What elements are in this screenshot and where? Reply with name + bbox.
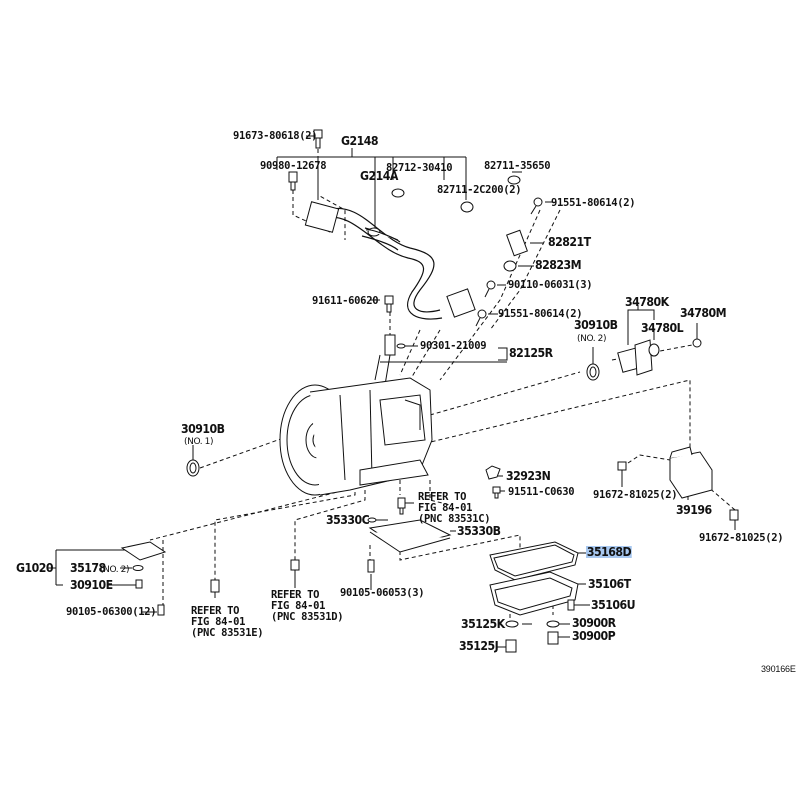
label-30910e[interactable]: 30910E xyxy=(70,577,113,592)
clip-82712 xyxy=(392,189,404,197)
seal-34780l xyxy=(649,344,659,356)
label-35125k[interactable]: 35125K xyxy=(461,616,505,631)
strainer-g1020 xyxy=(122,542,165,560)
label-91551-80614-mid[interactable]: 91551-80614(2) xyxy=(498,308,583,320)
label-34780m[interactable]: 34780M xyxy=(680,305,727,320)
label-91511-c0630[interactable]: 91511-C0630 xyxy=(508,486,575,498)
label-34780k[interactable]: 34780K xyxy=(625,294,669,309)
label-35330c[interactable]: 35330C xyxy=(326,512,370,527)
label-82821t[interactable]: 82821T xyxy=(548,234,591,249)
label-35178[interactable]: 35178 xyxy=(70,560,106,575)
label-refer-83531c-line1[interactable]: REFER TO xyxy=(418,491,467,503)
bolt-91673 xyxy=(314,130,322,148)
label-g2148[interactable]: G2148 xyxy=(341,133,379,148)
label-30910b-no2[interactable]: 30910B xyxy=(574,317,618,332)
label-refer-83531c-line3[interactable]: (PNC 83531C) xyxy=(418,513,491,525)
label-refer-83531d-line3[interactable]: (PNC 83531D) xyxy=(271,611,344,623)
label-90980-12678[interactable]: 90980-12678 xyxy=(260,160,327,172)
label-g1020[interactable]: G1020 xyxy=(16,560,54,575)
transmission-body xyxy=(280,378,432,495)
label-82823m[interactable]: 82823M xyxy=(535,257,582,272)
label-30900p[interactable]: 30900P xyxy=(572,628,616,643)
label-g214a[interactable]: G214A xyxy=(360,168,398,183)
label-91673-80618[interactable]: 91673-80618(2) xyxy=(233,130,318,142)
label-82711-35650[interactable]: 82711-35650 xyxy=(484,160,551,172)
clip-82711-2c200 xyxy=(461,202,473,212)
label-91611-60620[interactable]: 91611-60620 xyxy=(312,295,379,307)
label-90301-21009[interactable]: 90301-21009 xyxy=(420,340,487,352)
label-30910b-no1[interactable]: 30910B xyxy=(181,421,225,436)
label-90110-06031[interactable]: 90110-06031(3) xyxy=(508,279,593,291)
82823m-part xyxy=(504,261,516,271)
nut-34780m xyxy=(693,339,701,347)
label-30900r[interactable]: 30900R xyxy=(572,615,616,630)
module-39196 xyxy=(670,452,712,498)
label-91672-81025-b[interactable]: 91672-81025(2) xyxy=(699,532,784,544)
label-82711-2c200[interactable]: 82711-2C200(2) xyxy=(437,184,522,196)
label-35168d-highlighted[interactable]: 35168D xyxy=(586,544,632,559)
label-refer-83531e-line2[interactable]: FIG 84-01 xyxy=(191,616,246,628)
bolt-90980 xyxy=(289,172,297,190)
illustration-id: 390166E xyxy=(761,664,796,674)
clip-82711-35650 xyxy=(508,176,520,184)
clip-32923n xyxy=(486,466,500,479)
label-34780l[interactable]: 34780L xyxy=(641,320,684,335)
label-35106t[interactable]: 35106T xyxy=(588,576,631,591)
label-82712-30410[interactable]: 82712-30410 xyxy=(386,162,453,174)
label-refer-83531e-line3[interactable]: (PNC 83531E) xyxy=(191,627,264,639)
label-32923n[interactable]: 32923N xyxy=(506,468,551,483)
label-35178-sub: (NO. 2) xyxy=(100,565,130,575)
label-refer-83531e-line1[interactable]: REFER TO xyxy=(191,605,240,617)
label-refer-83531c-line2[interactable]: FIG 84-01 xyxy=(418,502,473,514)
label-30910b-no2-sub: (NO. 2) xyxy=(577,334,607,344)
label-35330b[interactable]: 35330B xyxy=(457,523,501,538)
label-82125r[interactable]: 82125R xyxy=(509,345,553,360)
label-39196[interactable]: 39196 xyxy=(676,502,712,517)
label-35106u[interactable]: 35106U xyxy=(591,597,636,612)
label-91551-80614-top[interactable]: 91551-80614(2) xyxy=(551,197,636,209)
label-refer-83531d-line1[interactable]: REFER TO xyxy=(271,589,320,601)
label-30910b-no1-sub: (NO. 1) xyxy=(184,437,214,447)
label-35125j[interactable]: 35125J xyxy=(459,638,499,653)
label-91672-81025-a[interactable]: 91672-81025(2) xyxy=(593,489,678,501)
label-90105-06300[interactable]: 90105-06300(12) xyxy=(66,606,157,618)
label-refer-83531d-line2[interactable]: FIG 84-01 xyxy=(271,600,326,612)
label-90105-06053[interactable]: 90105-06053(3) xyxy=(340,587,425,599)
